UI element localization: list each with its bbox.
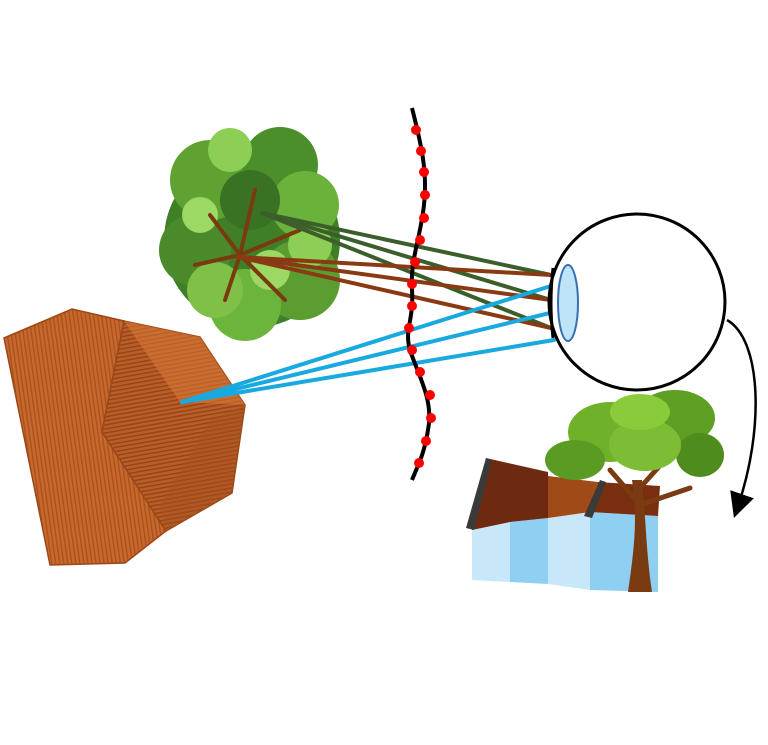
sample-point [404,323,414,333]
sample-point [411,125,421,135]
sample-point [407,301,417,311]
sample-point [419,213,429,223]
sample-points [404,125,436,468]
sample-point [410,257,420,267]
house-with-tree-icon [466,390,724,592]
sample-point [419,167,429,177]
sample-point [415,367,425,377]
sample-point [426,413,436,423]
box-icon [3,308,246,566]
curved-arrow-icon [726,318,757,518]
sample-point [415,235,425,245]
sample-point [407,345,417,355]
rays-trunk [236,255,553,330]
rays-box [180,283,556,404]
sample-point [421,436,431,446]
sample-point [425,390,435,400]
sample-point [414,458,424,468]
sample-point [420,190,430,200]
rays-leaf [260,211,553,330]
sample-point [407,279,417,289]
sample-point [416,146,426,156]
tree-icon [159,127,340,341]
eye-icon [547,212,727,392]
sampling-curve [406,107,432,481]
